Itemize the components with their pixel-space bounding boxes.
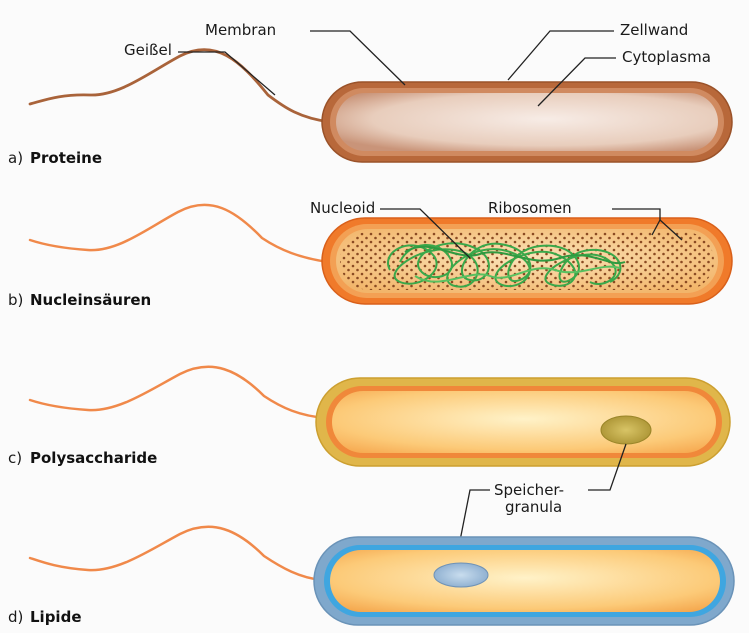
flagellum-d: [30, 527, 322, 580]
flagellum-c: [30, 367, 326, 418]
label-geissel: Geißel: [124, 41, 172, 59]
label-cytoplasma: Cytoplasma: [622, 48, 711, 66]
leader-zellwand: [508, 31, 614, 80]
panel-c-letter: c): [8, 449, 22, 467]
panel-c-title: Polysaccharide: [30, 449, 157, 467]
label-nucleoid: Nucleoid: [310, 199, 375, 217]
label-zellwand: Zellwand: [620, 21, 688, 39]
panel-a-title: Proteine: [30, 149, 102, 167]
label-speicher-line2: granula: [505, 498, 562, 516]
panel-a-proteins: a) Proteine: [8, 50, 732, 167]
storage-granule-d: [434, 563, 488, 587]
flagellum-b: [30, 205, 328, 262]
leader-membran: [310, 31, 405, 85]
panel-d-title: Lipide: [30, 608, 82, 626]
panel-b-nucleic-acids: b) Nucleinsäuren: [8, 205, 732, 309]
panel-c-polysaccharides: c) Polysaccharide: [8, 367, 730, 467]
cytoplasm-c: [332, 391, 716, 453]
storage-granule-c: [601, 416, 651, 444]
flagellum-a: [30, 50, 330, 122]
panel-b-letter: b): [8, 291, 23, 309]
panel-d-letter: d): [8, 608, 23, 626]
panel-d-lipids: d) Lipide: [8, 527, 734, 626]
cytoplasm-d: [330, 550, 720, 612]
panel-a-letter: a): [8, 149, 23, 167]
cytoplasm-a: [336, 93, 718, 151]
label-ribosomen: Ribosomen: [488, 199, 572, 217]
label-speicher-line1: Speicher-: [494, 481, 564, 499]
label-membran: Membran: [205, 21, 276, 39]
panel-b-title: Nucleinsäuren: [30, 291, 151, 309]
leader-geissel: [178, 52, 275, 95]
